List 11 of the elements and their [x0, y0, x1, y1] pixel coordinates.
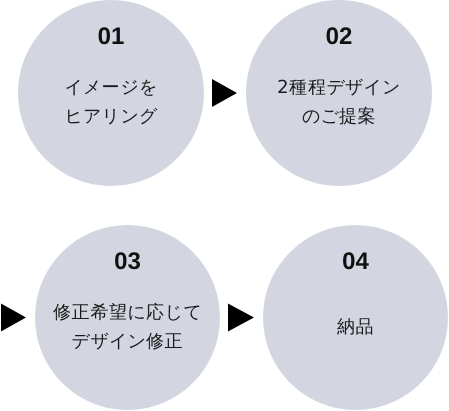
arrow [212, 79, 237, 107]
step-description: 2種程デザインのご提案 [276, 76, 402, 129]
arrow [1, 304, 26, 332]
step-number: 02 [326, 25, 352, 49]
step-number: 04 [342, 250, 369, 274]
step-description: 納品 [336, 315, 374, 339]
step-description: イメージをヒアリング [64, 76, 158, 129]
step-description: 修正希望に応じてデザイン修正 [52, 300, 203, 354]
step-number: 01 [98, 25, 124, 49]
step-number: 03 [114, 250, 141, 274]
arrow [228, 304, 254, 332]
